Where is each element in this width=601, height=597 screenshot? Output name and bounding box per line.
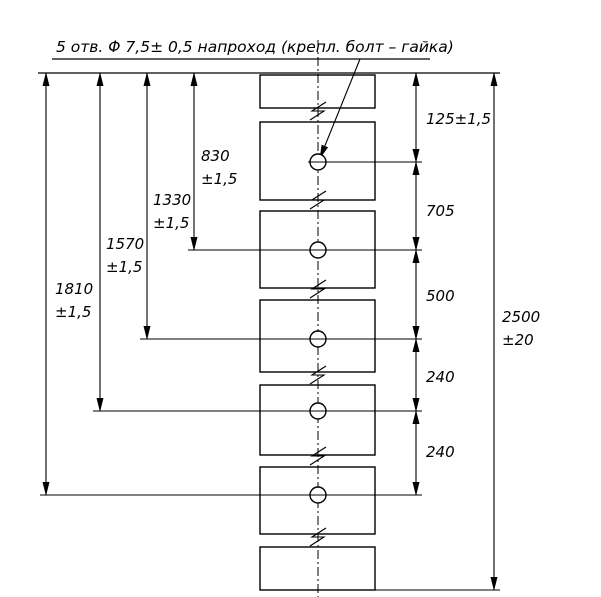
break-mark: [309, 279, 327, 299]
dim-label-125: 125±1,5: [426, 110, 491, 128]
left-dimension-lines: [42, 72, 198, 496]
dim-label-1330: 1330: [153, 191, 191, 209]
dim-tol-1810: ±1,5: [55, 303, 91, 321]
right-extension-lines: [260, 161, 500, 591]
dim-label-500: 500: [426, 287, 455, 305]
dim-label-830: 830: [201, 147, 230, 165]
break-marks: [309, 101, 327, 547]
dim-tol-1330: ±1,5: [153, 214, 189, 232]
dim-label-2500: 2500: [502, 308, 540, 326]
dim-label-705: 705: [426, 202, 455, 220]
dim-tol-1570: ±1,5: [106, 258, 142, 276]
dim-label-1570: 1570: [106, 235, 144, 253]
break-mark: [309, 190, 327, 210]
right-dimension-lines: [412, 72, 498, 591]
break-mark: [309, 101, 327, 121]
dim-tol-830: ±1,5: [201, 170, 237, 188]
break-mark: [309, 365, 327, 385]
break-mark: [309, 446, 327, 466]
dim-tol-2500: ±20: [502, 331, 534, 349]
hole-crosshairs: [308, 161, 328, 496]
dim-label-240a: 240: [426, 368, 455, 386]
left-extension-lines: [40, 249, 308, 496]
break-mark: [309, 527, 327, 547]
hole-note-text: 5 отв. Φ 7,5± 0,5 напроход (крепл. болт …: [56, 38, 454, 56]
dim-label-1810: 1810: [55, 280, 93, 298]
dim-label-240b: 240: [426, 443, 455, 461]
